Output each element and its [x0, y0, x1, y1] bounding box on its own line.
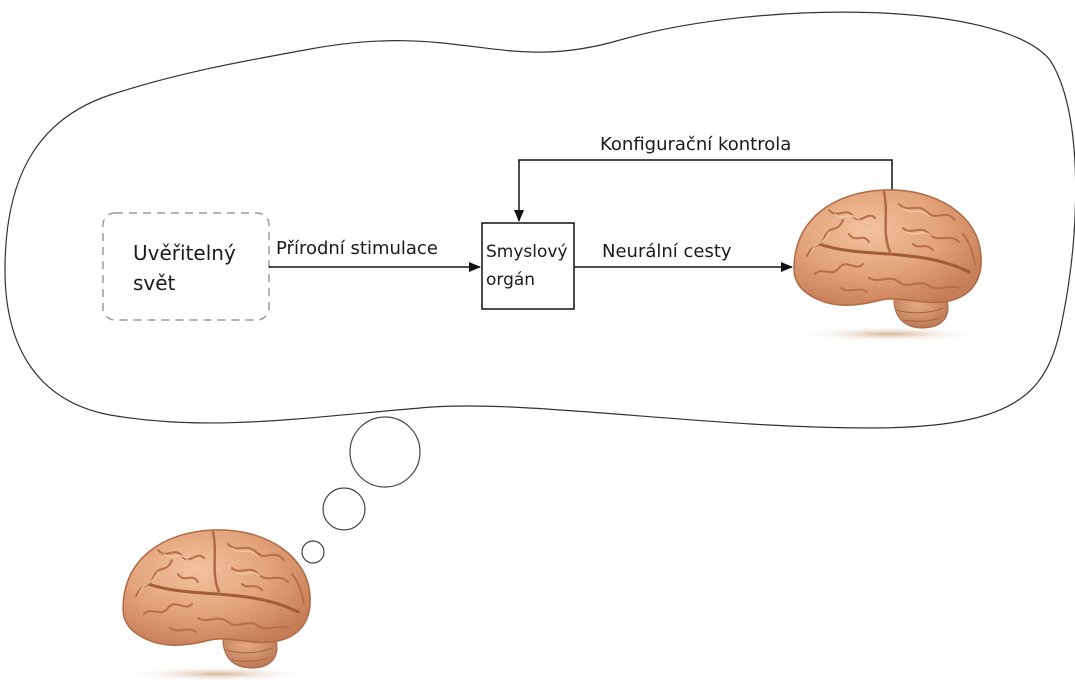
feedback-edge-label: Konfigurační kontrola [600, 134, 791, 156]
organ-node-label-line2: orgán [486, 267, 535, 293]
thought-bubble-icon [323, 488, 365, 530]
brain-icon [794, 190, 984, 342]
brain-icon [123, 530, 313, 682]
thought-bubble-icon [350, 417, 420, 487]
world-node-label-line1: Uvěřitelný [133, 238, 236, 268]
neural-edge-label: Neurální cesty [602, 241, 732, 263]
stimulation-edge-label: Přírodní stimulace [276, 238, 438, 260]
thought-bubble-icon [302, 541, 324, 563]
organ-node-box [482, 223, 574, 309]
organ-node-label-line1: Smyslový [486, 239, 568, 265]
world-node-label-line2: svět [133, 268, 175, 298]
